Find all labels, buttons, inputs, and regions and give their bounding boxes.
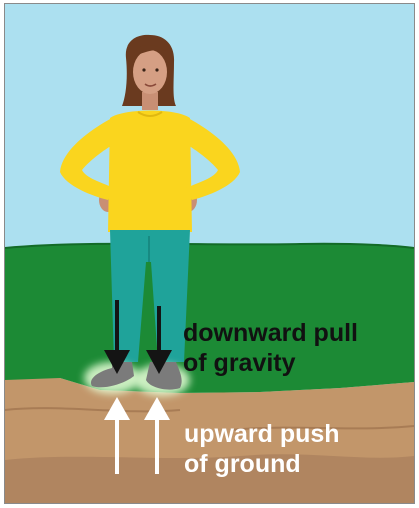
shirt bbox=[108, 111, 192, 233]
sky bbox=[5, 4, 414, 250]
ground-label-line2: of ground bbox=[184, 449, 340, 479]
face bbox=[133, 50, 167, 94]
gravity-label: downward pull of gravity bbox=[183, 318, 358, 378]
ground-label: upward push of ground bbox=[184, 419, 340, 479]
gravity-label-line2: of gravity bbox=[183, 348, 358, 378]
ground-label-line1: upward push bbox=[184, 419, 340, 449]
gravity-label-line1: downward pull bbox=[183, 318, 358, 348]
